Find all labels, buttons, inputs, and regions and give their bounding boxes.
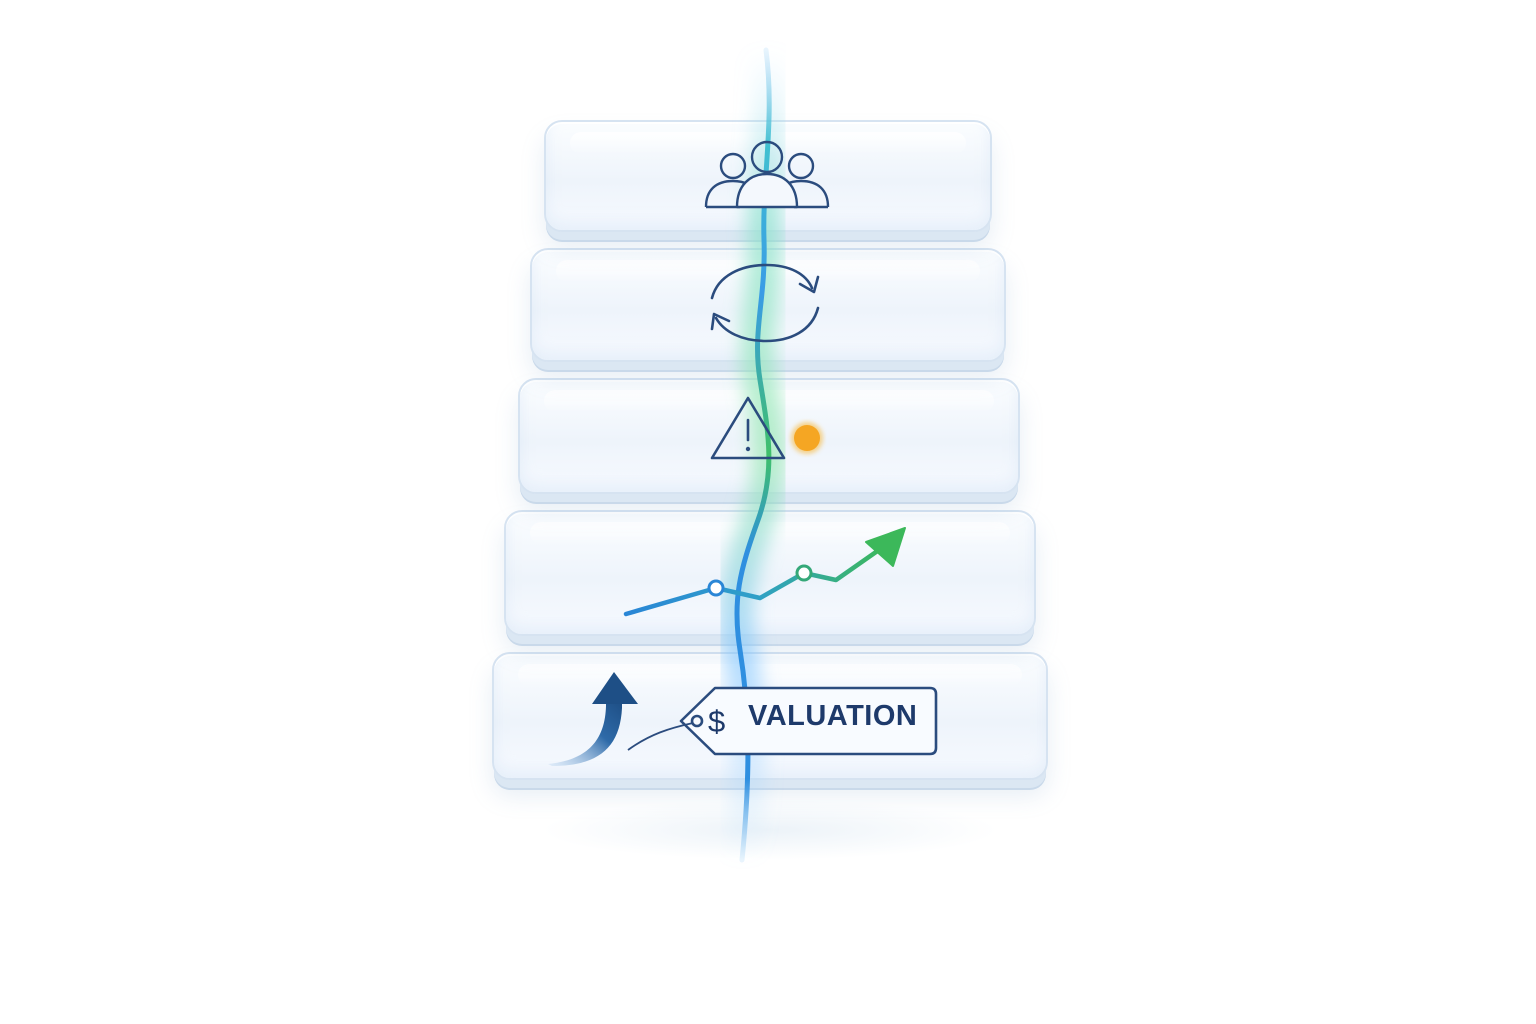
people-group-icon [704, 140, 830, 209]
spine-line [734, 47, 772, 863]
refresh-cycle-icon [710, 263, 820, 343]
valuation-tag-label: VALUATION [748, 700, 918, 732]
warning-dot-icon [745, 446, 751, 452]
status-indicator-dot-core [794, 425, 820, 451]
floor-shadow [540, 800, 1000, 860]
warning-triangle-icon [710, 396, 786, 460]
trend-up-chart-icon [623, 527, 906, 617]
curved-up-arrow-icon [548, 672, 638, 766]
dollar-sign-icon: $ [708, 704, 725, 739]
price-tag-icon [627, 686, 938, 756]
